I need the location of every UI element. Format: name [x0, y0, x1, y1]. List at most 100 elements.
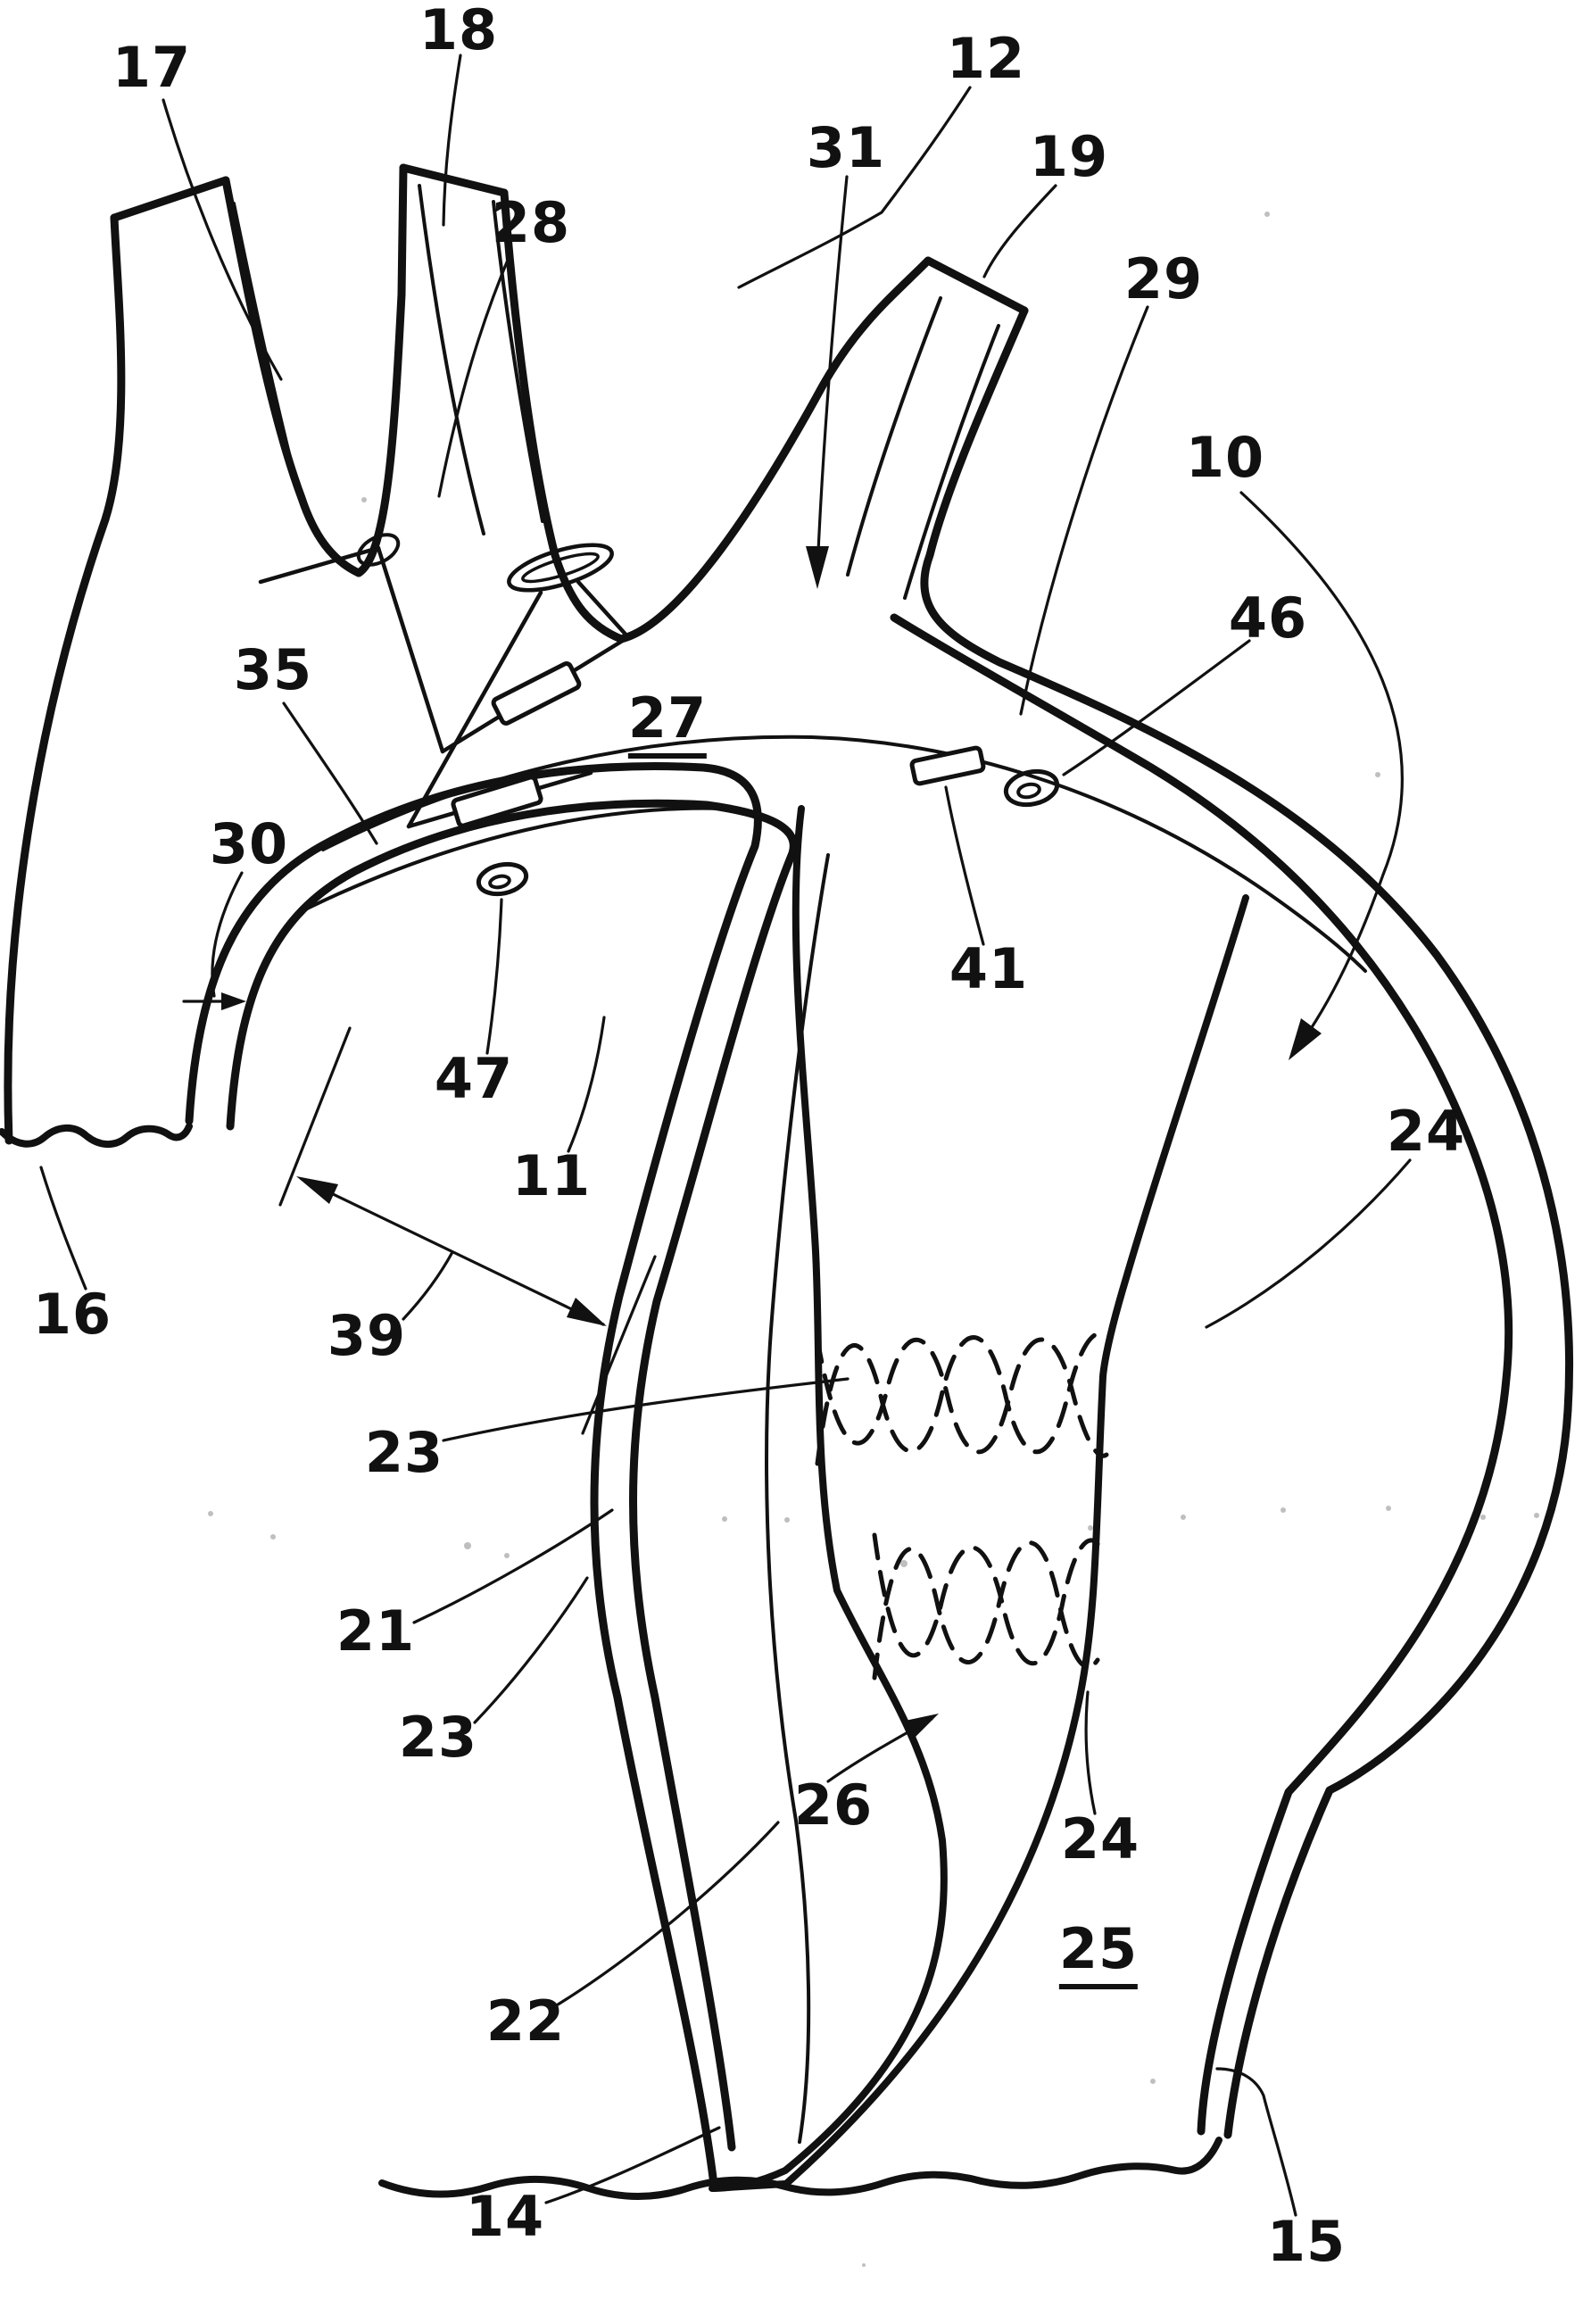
leader-19 [982, 184, 1057, 278]
leader-41 [944, 785, 985, 946]
vessel-18-right-wall-and-notch [500, 188, 932, 643]
dashed-stent-band-lower [872, 1532, 1100, 1681]
leader-15 [1215, 2067, 1297, 2217]
ref-label-27: 27 [627, 691, 708, 759]
sleeve-connector-41 [909, 745, 986, 786]
vessel-18-top-edge [399, 163, 509, 197]
inner-arch-wall-outer [185, 762, 762, 2189]
ref-label-22: 22 [485, 1988, 566, 2054]
leader-24-lower [1084, 1690, 1097, 1815]
graft-arch-lower-edge [298, 806, 725, 914]
descending-outer-wall [920, 306, 1574, 2139]
speckles [208, 212, 1539, 2267]
aorta-outline [4, 163, 1574, 2189]
leader-23-lower [473, 1576, 589, 1724]
sleeve-connector-upper [491, 661, 582, 726]
fenestration-loop-inner [521, 552, 600, 584]
arrowhead-39-left-icon [296, 1176, 338, 1204]
ref-label-23-lower: 23 [398, 1705, 478, 1770]
leader-11 [567, 1016, 606, 1153]
ring-marker-47-outer [476, 861, 529, 897]
leader-arrow-31 [816, 175, 849, 573]
ref-label-30: 30 [209, 811, 289, 876]
graft-fabric-lines [232, 184, 1367, 2144]
ref-label-11: 11 [511, 1143, 592, 1208]
ref-label-12: 12 [946, 26, 1026, 91]
dimension-line-39 [300, 1177, 605, 1326]
ref-label-15: 15 [1266, 2209, 1347, 2274]
ref-label-41: 41 [949, 936, 1029, 1001]
vessel-17-right-wall-and-notch [221, 163, 408, 577]
leader-30 [211, 871, 244, 998]
leader-23-upper [442, 1377, 850, 1442]
ref-label-10: 10 [1185, 425, 1265, 490]
sleeve-connector-lower [451, 775, 543, 828]
graft-limb-vessel-17 [232, 202, 300, 491]
ref-label-28: 28 [491, 190, 571, 255]
arrowheads [221, 546, 1322, 1739]
break-lines [0, 1123, 1222, 2200]
graft-trunk-left-edge [710, 805, 948, 2192]
graft-trunk-right-edge [783, 894, 1249, 2187]
leader-46 [1062, 639, 1251, 776]
ref-label-18: 18 [419, 0, 499, 62]
graft-limb-vessel-19-left [846, 296, 942, 577]
arrowhead-39-right-icon [567, 1298, 607, 1326]
leader-24-upper [1205, 1158, 1412, 1329]
ascending-aorta-left-wall [4, 213, 126, 1145]
ring-marker-46-inner [1016, 782, 1041, 800]
ring-marker-46-outer [1003, 768, 1060, 808]
leader-17 [162, 98, 283, 381]
ref-label-26: 26 [793, 1772, 874, 1838]
ring-marker-47-inner [488, 874, 511, 890]
leader-28 [437, 252, 512, 498]
graft-limb-vessel-18-right [492, 200, 544, 523]
leader-arrow-10 [1239, 491, 1404, 1055]
wire-apex-loop [356, 533, 401, 567]
old-lumen-line-22 [765, 853, 830, 2144]
ref-label-17: 17 [112, 35, 192, 100]
graft-trunk [709, 805, 1249, 2192]
ref-label-23-upper: 23 [364, 1420, 444, 1485]
dimension-ext-left [278, 1026, 352, 1207]
leader-12 [737, 86, 972, 289]
arrowhead-31-down-icon [806, 546, 829, 589]
arrowhead-30-icon [221, 992, 246, 1010]
sleeve-connectors [451, 661, 986, 828]
ref-label-47: 47 [434, 1046, 514, 1111]
vessel-19-top-edge [924, 256, 1029, 315]
graft-arch-upper-edge [321, 735, 1367, 973]
ref-label-39: 39 [327, 1303, 407, 1368]
graft-limb-vessel-19-right [903, 324, 1000, 600]
ref-label-35: 35 [233, 637, 313, 702]
leader-14 [544, 2126, 721, 2204]
leader-16 [39, 1166, 87, 1291]
ref-label-14: 14 [465, 2184, 545, 2249]
inner-arch-wall-inner [226, 799, 798, 2152]
leader-21 [412, 1508, 614, 1624]
leader-39 [402, 1250, 454, 1321]
vessel-17-top-edge [110, 176, 230, 222]
fenestration-loop-outer [507, 543, 614, 593]
ref-label-24-lower: 24 [1060, 1806, 1140, 1872]
leader-47 [485, 898, 503, 1055]
ref-label-16: 16 [32, 1282, 112, 1347]
graft-limb-vessel-18-left [418, 184, 485, 535]
ref-label-24-upper: 24 [1386, 1099, 1466, 1164]
descending-inner-right-wall [890, 613, 1513, 2136]
ascending-stump-break-line [0, 1123, 193, 1148]
leader-22 [553, 1821, 780, 2008]
ref-label-25: 25 [1058, 1921, 1139, 1989]
arrowhead-26-icon [905, 1714, 939, 1739]
leader-29 [1019, 305, 1149, 716]
ref-label-21: 21 [336, 1598, 416, 1664]
zigzag-stent-wire [258, 533, 631, 829]
dimension-ext-right [581, 1255, 657, 1435]
ref-label-29: 29 [1123, 246, 1204, 311]
leader-lines [39, 54, 1412, 2217]
ref-label-46: 46 [1228, 585, 1308, 651]
leader-35 [282, 701, 378, 845]
ring-markers [476, 768, 1060, 897]
